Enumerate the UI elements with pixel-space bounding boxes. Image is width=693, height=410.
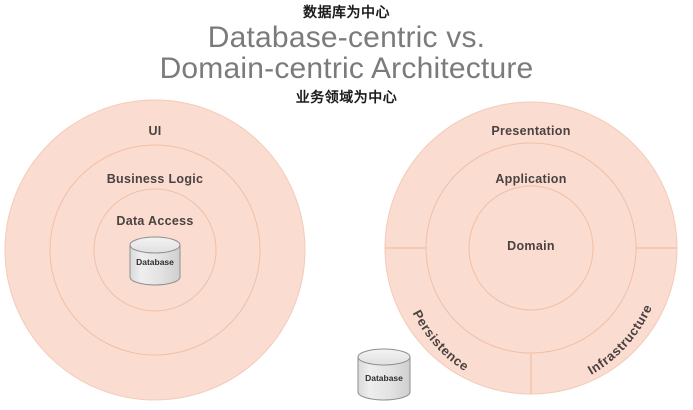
cylinder-top	[357, 348, 411, 366]
right-ring-label-domain: Domain	[507, 239, 555, 253]
right-database-cylinder[interactable]: Database	[357, 348, 411, 401]
page-title-line-1: Database-centric vs.	[207, 21, 486, 54]
right-ring-label-presentation: Presentation	[491, 124, 570, 138]
chinese-caption-domain-centric: 业务领域为中心	[295, 90, 398, 106]
chinese-caption-database-centric: 数据库为中心	[303, 5, 390, 21]
cylinder-body	[129, 244, 181, 286]
cylinder-body	[357, 356, 411, 401]
right-architecture-group: Presentation Application Domain Persiste…	[357, 101, 678, 401]
right-ring-label-application: Application	[495, 172, 566, 186]
left-ring-label-business-logic: Business Logic	[107, 172, 204, 186]
right-ring-inner-domain[interactable]	[468, 185, 594, 311]
left-architecture-group: UI Business Logic Data Access Database	[4, 99, 306, 401]
cylinder-top	[129, 236, 181, 254]
left-database-label: Database	[136, 257, 174, 267]
left-ring-label-ui: UI	[148, 124, 161, 138]
right-database-label: Database	[365, 373, 403, 383]
left-ring-label-data-access: Data Access	[116, 214, 193, 228]
page-title-line-2: Domain-centric Architecture	[159, 52, 534, 85]
left-database-cylinder[interactable]: Database	[129, 236, 181, 286]
